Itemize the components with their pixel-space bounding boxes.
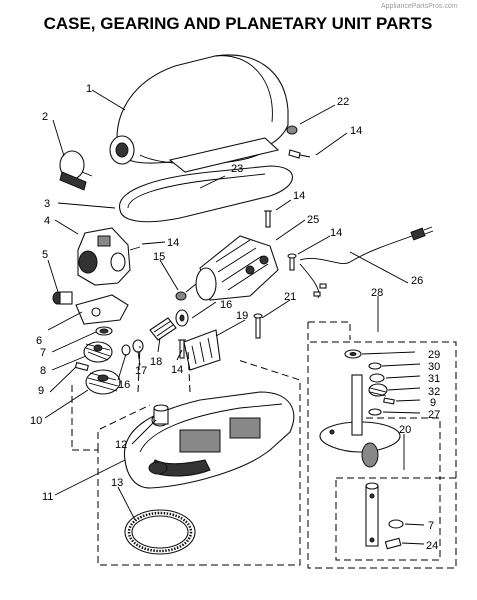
part-motor-25 <box>185 235 279 301</box>
callout-22: 22 <box>337 96 349 108</box>
part-gear-housing-4 <box>77 227 141 286</box>
callout-8: 8 <box>40 365 46 377</box>
leader-lines <box>44 89 425 545</box>
callout-1: 1 <box>86 83 92 95</box>
callout-25: 25 <box>307 214 319 226</box>
part-washer-22 <box>286 125 298 135</box>
part-worm-shaft-18 <box>149 317 177 341</box>
part-bushing-15 <box>175 291 187 301</box>
part-gear-10 <box>85 369 121 395</box>
part-coupling-5 <box>52 291 73 305</box>
dashed-case-outline <box>71 345 301 566</box>
callout-29: 29 <box>428 349 440 361</box>
part-screw-14-mid <box>178 339 186 359</box>
callout-14: 14 <box>293 190 305 202</box>
callout-11: 11 <box>42 491 53 503</box>
callout-3: 3 <box>44 198 50 210</box>
callout-14: 14 <box>171 364 183 376</box>
part-bushing-12 <box>153 404 169 425</box>
part-ring-gear-13 <box>124 509 196 555</box>
part-attachment-hub-cover <box>59 150 93 191</box>
part-ring-30 <box>368 362 382 370</box>
callout-24: 24 <box>426 540 438 552</box>
part-band-3 <box>119 165 294 223</box>
callout-31: 31 <box>428 373 440 385</box>
callout-7: 7 <box>40 347 46 359</box>
callout-numbers: 1 2 22 14 23 3 14 25 4 14 14 5 15 26 16 … <box>30 83 440 552</box>
part-pin-9-right <box>383 397 395 405</box>
part-washer-31 <box>369 373 385 383</box>
part-gear-32 <box>368 383 388 397</box>
part-power-cord-26 <box>299 226 434 299</box>
callout-9: 9 <box>38 385 44 397</box>
part-washer-17 <box>132 339 144 353</box>
callout-6: 6 <box>36 335 42 347</box>
part-screw-14-right <box>287 253 297 271</box>
part-washer-27 <box>368 408 382 416</box>
callout-18: 18 <box>150 356 162 368</box>
callout-19: 19 <box>236 310 248 322</box>
callout-4: 4 <box>44 215 50 227</box>
part-beater-shaft <box>365 482 379 547</box>
part-screw-21 <box>253 313 263 339</box>
part-pin-9 <box>74 361 89 372</box>
callout-9: 9 <box>430 397 436 409</box>
callout-32: 32 <box>428 386 440 398</box>
part-gear-case-11 <box>123 391 295 489</box>
part-ring-7 <box>95 326 113 336</box>
callout-13: 13 <box>111 477 123 489</box>
part-washer-29 <box>344 349 362 359</box>
callout-14: 14 <box>350 125 362 137</box>
part-ring-7-right <box>388 519 404 529</box>
callout-30: 30 <box>428 361 440 373</box>
callout-14: 14 <box>167 237 179 249</box>
part-bracket-19 <box>183 329 221 371</box>
part-motor-housing <box>109 54 289 173</box>
part-pin-24 <box>384 537 402 550</box>
part-gear-16 <box>175 309 189 327</box>
part-gear-8 <box>83 341 113 363</box>
callout-16: 16 <box>118 379 130 391</box>
callout-16: 16 <box>220 299 232 311</box>
dashed-planetary-outline <box>307 321 457 569</box>
callout-10: 10 <box>30 415 42 427</box>
callout-5: 5 <box>42 249 48 261</box>
part-gasket-6 <box>75 294 129 325</box>
diagram-title: CASE, GEARING AND PLANETARY UNIT PARTS <box>44 14 433 33</box>
part-washer-16-low <box>121 344 131 356</box>
callout-2: 2 <box>42 111 48 123</box>
callout-20: 20 <box>399 424 411 436</box>
callout-28: 28 <box>371 287 383 299</box>
callout-7: 7 <box>428 520 434 532</box>
part-screw-14-motor <box>264 210 272 228</box>
callout-17: 17 <box>135 365 147 377</box>
callout-21: 21 <box>284 291 296 303</box>
callout-14: 14 <box>330 227 342 239</box>
callout-15: 15 <box>153 251 165 263</box>
watermark: AppliancePartsPros.com <box>381 3 458 10</box>
callout-26: 26 <box>411 275 423 287</box>
part-planetary-unit-20 <box>319 374 401 468</box>
callout-27: 27 <box>428 409 440 421</box>
callout-23: 23 <box>231 163 243 175</box>
callout-12: 12 <box>115 439 127 451</box>
part-screw-14-top <box>288 149 311 159</box>
